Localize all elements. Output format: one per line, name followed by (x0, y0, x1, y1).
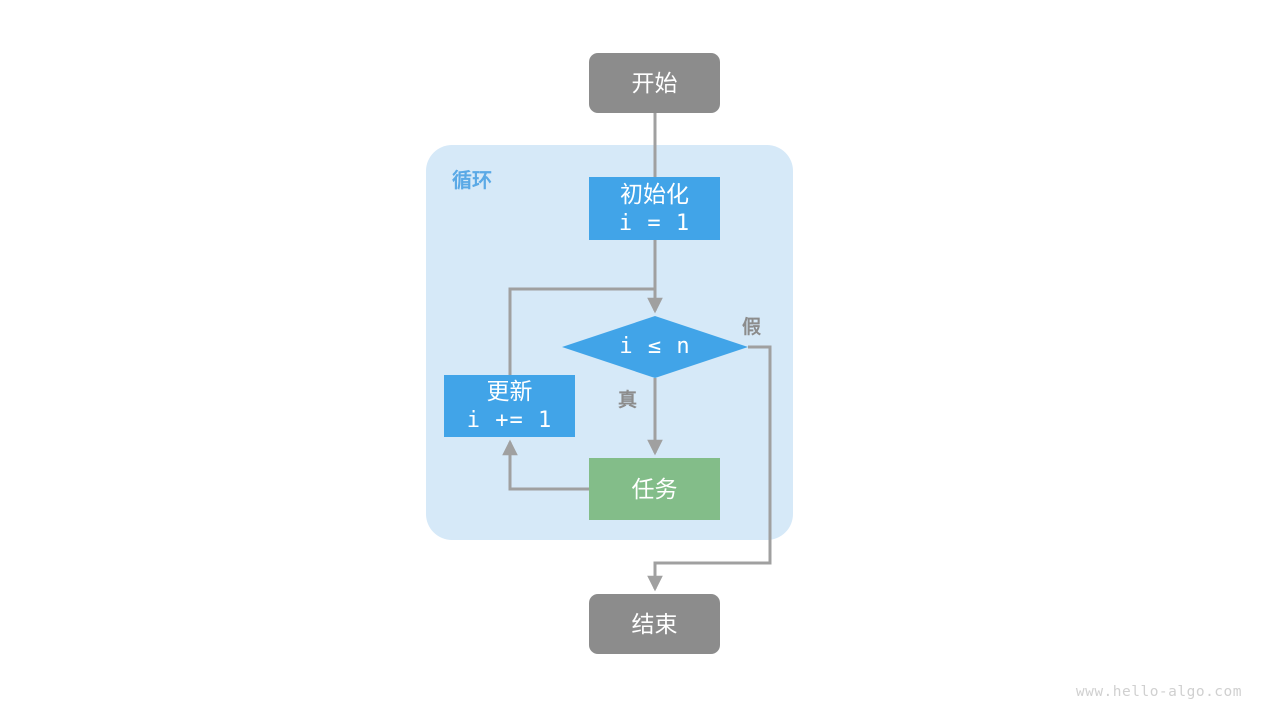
edge-update-to-condition (508, 287, 655, 375)
edge-label-true: 真 (618, 390, 638, 411)
node-update-shape[interactable] (444, 375, 575, 437)
node-init-shape[interactable] (589, 177, 720, 240)
node-condition-shape[interactable] (562, 316, 748, 378)
node-end-shape[interactable] (589, 594, 720, 654)
node-task-shape[interactable] (589, 458, 720, 520)
edge-condition-false-to-end (647, 345, 772, 592)
node-start-shape[interactable] (589, 53, 720, 113)
edge-label-false: 假 (742, 317, 762, 338)
watermark-text: www.hello-algo.com (1075, 684, 1242, 700)
loop-group-label: 循环 (452, 170, 492, 192)
edge-task-to-update (502, 439, 589, 491)
